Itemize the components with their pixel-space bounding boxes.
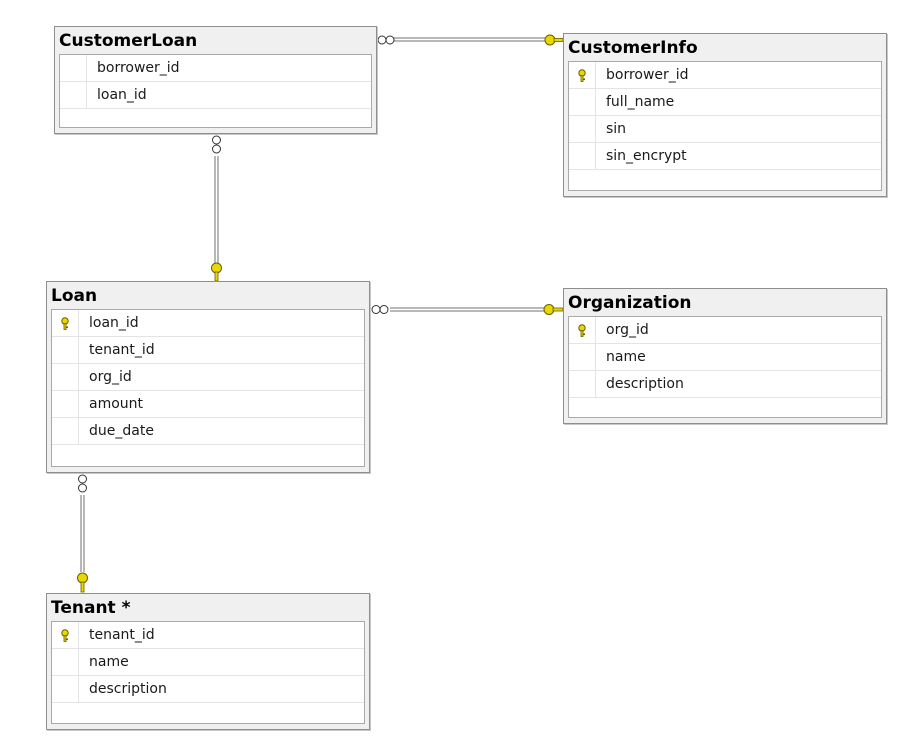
many-end-icon (78, 474, 87, 493)
column-name: org_id (89, 369, 132, 385)
column-grid: borrower_id loan_id (59, 54, 372, 128)
table-title[interactable]: CustomerLoan (55, 27, 376, 51)
column-name: borrower_id (97, 60, 180, 76)
relationship-loan-organization[interactable] (371, 304, 564, 315)
column-row[interactable]: org_id (569, 317, 881, 344)
relationship-customerloan-loan[interactable] (211, 135, 222, 282)
row-selector[interactable] (52, 676, 79, 702)
key-end-icon (77, 572, 88, 593)
row-selector[interactable] (52, 364, 79, 390)
column-name: borrower_id (606, 67, 689, 83)
column-name: name (606, 349, 646, 365)
primary-key-icon (61, 317, 69, 330)
column-name: loan_id (97, 87, 147, 103)
column-row[interactable]: amount (52, 391, 364, 418)
column-row[interactable]: name (569, 344, 881, 371)
row-selector[interactable] (52, 337, 79, 363)
row-selector[interactable] (52, 391, 79, 417)
column-row[interactable]: loan_id (60, 82, 371, 109)
column-row[interactable]: due_date (52, 418, 364, 445)
column-name: sin_encrypt (606, 148, 687, 164)
key-end-icon (544, 34, 564, 46)
column-name: description (606, 376, 684, 392)
row-selector[interactable] (569, 89, 596, 115)
column-name: tenant_id (89, 627, 155, 643)
relationship-customerloan-customerinfo[interactable] (377, 34, 564, 46)
column-row[interactable]: name (52, 649, 364, 676)
row-selector[interactable] (569, 116, 596, 142)
table-customerloan[interactable]: CustomerLoan borrower_id loan_id (54, 26, 377, 134)
column-name: org_id (606, 322, 649, 338)
row-selector[interactable] (60, 55, 87, 81)
table-title[interactable]: Tenant * (47, 594, 369, 618)
primary-key-icon (61, 629, 69, 642)
table-title[interactable]: CustomerInfo (564, 34, 886, 58)
table-title[interactable]: Loan (47, 282, 369, 306)
key-end-icon (543, 304, 564, 315)
column-name: sin (606, 121, 627, 137)
column-name: loan_id (89, 315, 139, 331)
key-end-icon (211, 262, 222, 282)
column-name: amount (89, 396, 144, 412)
row-selector[interactable] (52, 310, 79, 336)
column-row[interactable]: description (569, 371, 881, 398)
row-selector[interactable] (569, 317, 596, 343)
column-row[interactable]: org_id (52, 364, 364, 391)
column-row[interactable]: tenant_id (52, 337, 364, 364)
row-selector[interactable] (52, 649, 79, 675)
table-title[interactable]: Organization (564, 289, 886, 313)
column-row[interactable]: borrower_id (60, 55, 371, 82)
column-row[interactable]: borrower_id (569, 62, 881, 89)
column-name: due_date (89, 423, 154, 439)
row-selector[interactable] (569, 344, 596, 370)
many-end-icon (371, 305, 389, 314)
column-row[interactable]: sin_encrypt (569, 143, 881, 170)
column-name: full_name (606, 94, 675, 110)
row-selector[interactable] (569, 143, 596, 169)
primary-key-icon (578, 69, 586, 82)
row-selector[interactable] (569, 62, 596, 88)
column-row[interactable]: sin (569, 116, 881, 143)
row-selector[interactable] (52, 622, 79, 648)
column-row[interactable]: tenant_id (52, 622, 364, 649)
column-name: description (89, 681, 167, 697)
row-selector[interactable] (52, 418, 79, 444)
column-name: name (89, 654, 129, 670)
relationship-loan-tenant[interactable] (77, 474, 88, 593)
column-name: tenant_id (89, 342, 155, 358)
row-selector[interactable] (60, 82, 87, 108)
column-row[interactable]: full_name (569, 89, 881, 116)
primary-key-icon (578, 324, 586, 337)
row-selector[interactable] (569, 371, 596, 397)
column-row[interactable]: loan_id (52, 310, 364, 337)
many-end-icon (212, 135, 221, 154)
many-end-icon (377, 35, 395, 45)
column-row[interactable]: description (52, 676, 364, 703)
